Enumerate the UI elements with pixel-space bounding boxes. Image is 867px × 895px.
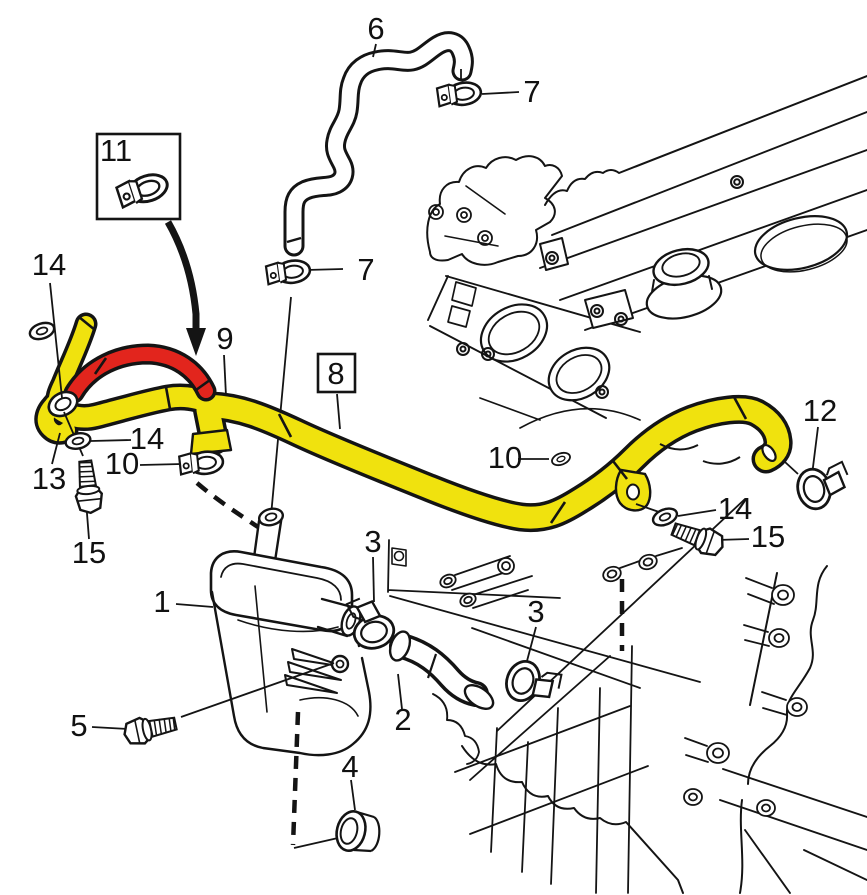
callout-box-11 (95, 132, 182, 221)
hose-8-fold-lines (659, 443, 741, 465)
oil-filler-cap (645, 247, 723, 320)
banjo-fitting-13 (47, 390, 79, 418)
callout-13: 13 (32, 461, 66, 496)
block-notch (391, 547, 407, 567)
coil-bracket-bolt-holes (428, 204, 493, 246)
stud-bosses (439, 547, 683, 609)
round-cover (753, 215, 849, 273)
callout-12: 12 (803, 393, 837, 428)
hose-2-seam (426, 653, 438, 679)
oil-trap-inlet-rim (257, 507, 285, 527)
callout-15a: 15 (72, 535, 106, 570)
hose-6 (287, 42, 463, 246)
leader-lines (49, 43, 819, 811)
head-tabs (539, 175, 744, 329)
callout-14c: 14 (718, 491, 752, 526)
right-bosses (683, 577, 808, 817)
clamp-7-mid (264, 257, 313, 288)
hose-2 (388, 630, 495, 710)
oil-trap (209, 507, 372, 757)
callout-7b: 7 (357, 252, 374, 287)
callout-7a: 7 (523, 74, 540, 109)
hose-red-section (74, 354, 210, 393)
clamp-3-right (499, 655, 566, 714)
callout-5: 5 (70, 708, 87, 743)
valve-cover-top-edge (544, 75, 867, 206)
timing-cover-edge (739, 565, 828, 894)
hose-8-end-opening (761, 443, 777, 463)
grommet-4 (335, 810, 381, 853)
callout-labels: 6 7 7 11 14 9 8 10 14 13 15 1 3 10 12 14… (32, 11, 837, 784)
callout-14b: 14 (130, 421, 164, 456)
callout-10a: 10 (105, 446, 139, 481)
callout-2: 2 (394, 702, 411, 737)
arrow-11 (164, 220, 206, 356)
washer-14-top (26, 318, 58, 344)
callout-3a: 3 (364, 524, 381, 559)
hose-8-bracket-tab (614, 468, 652, 512)
clamp-10-left (177, 448, 226, 478)
bolt-5 (120, 709, 180, 749)
oil-trap-bolt-hole (330, 654, 350, 674)
block-ribs (490, 645, 633, 894)
callout-8: 8 (327, 356, 344, 391)
bracket-tab-hole (626, 483, 640, 501)
callout-11: 11 (100, 133, 132, 168)
engine-block-art (387, 75, 867, 894)
hose-red-cuffs (93, 357, 211, 392)
leader-clamp7b-to-nipple (270, 296, 292, 517)
bolt-15-left (71, 458, 105, 516)
valve-cover-ridges (539, 111, 867, 331)
right-beam (719, 768, 867, 894)
hose-8-stub-bell (189, 428, 233, 456)
head-lower-corner (479, 397, 641, 429)
leader-dash-to-grommet (293, 837, 339, 849)
callout-14a: 14 (32, 247, 66, 282)
callout-6: 6 (367, 11, 384, 46)
hidden-routing-dashes (195, 481, 625, 846)
block-notch-hole (393, 550, 405, 562)
hose-8-seams (78, 315, 748, 524)
callout-9: 9 (216, 321, 233, 356)
oil-trap-rim-inner (220, 562, 342, 601)
hose-6-end-cut (286, 236, 302, 244)
pan-diagonals (454, 705, 649, 835)
callout-10b: 10 (488, 440, 522, 475)
callout-1: 1 (153, 584, 170, 619)
pan-scallops (461, 745, 684, 894)
coil-bracket-outline (426, 155, 563, 266)
intake-port-rings (456, 303, 611, 402)
clamp-7-top (435, 79, 484, 110)
washer-10-mid (549, 449, 573, 469)
oil-trap-rim (209, 550, 354, 633)
hose-2-left-rim (388, 630, 412, 662)
callout-3b: 3 (527, 594, 544, 629)
block-wavy-left (432, 693, 480, 765)
callout-15b: 15 (751, 519, 785, 554)
deck-cutouts (447, 281, 477, 328)
clamp-12 (791, 458, 856, 514)
callout-box-8 (316, 352, 357, 394)
callout-4: 4 (341, 749, 358, 784)
hose-2-right-rim (463, 684, 495, 710)
